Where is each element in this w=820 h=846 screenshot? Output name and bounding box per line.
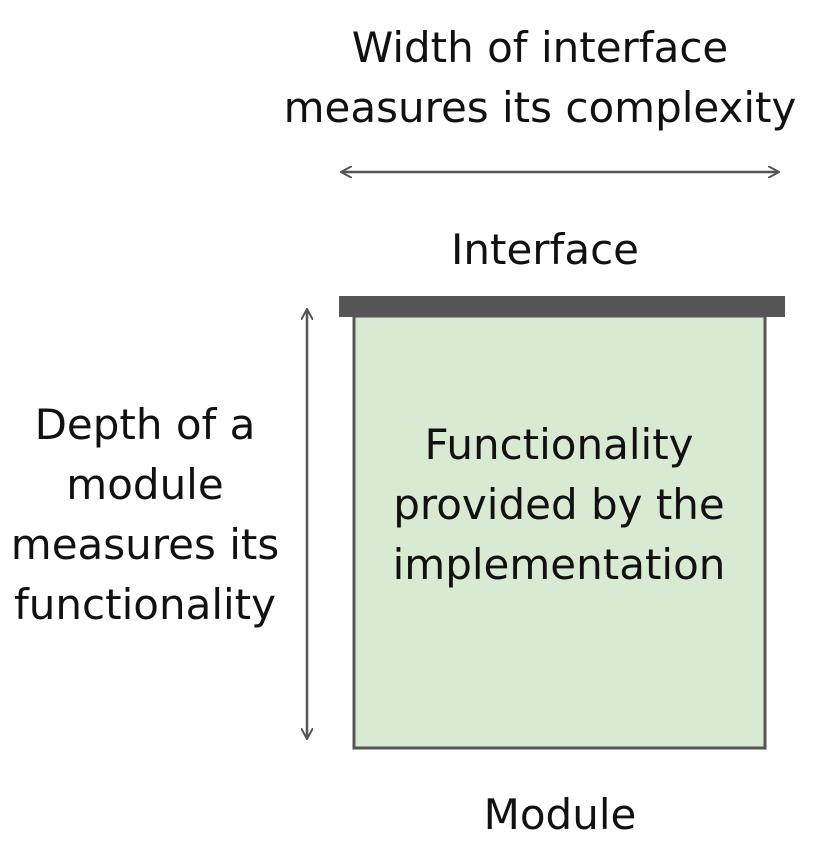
implementation-caption-line-2: provided by the [393, 480, 725, 529]
depth-caption-line-3: measures its [10, 520, 280, 569]
width-caption: Width of interface measures its complexi… [270, 18, 810, 138]
depth-caption: Depth of a module measures its functiona… [0, 395, 290, 635]
module-caption: Module [483, 790, 637, 839]
implementation-caption-line-1: Functionality [424, 420, 694, 469]
depth-caption-line-1: Depth of a [34, 400, 256, 449]
depth-caption-line-2: module [66, 460, 224, 509]
interface-bar [339, 296, 785, 317]
width-caption-line-2: measures its complexity [283, 83, 797, 132]
interface-caption: Interface [450, 225, 640, 274]
module-box [352, 314, 767, 750]
width-caption-line-1: Width of interface [351, 23, 729, 72]
implementation-caption-line-3: implementation [392, 540, 726, 589]
depth-caption-line-4: functionality [14, 580, 276, 629]
implementation-caption: Functionality provided by the implementa… [358, 415, 760, 595]
